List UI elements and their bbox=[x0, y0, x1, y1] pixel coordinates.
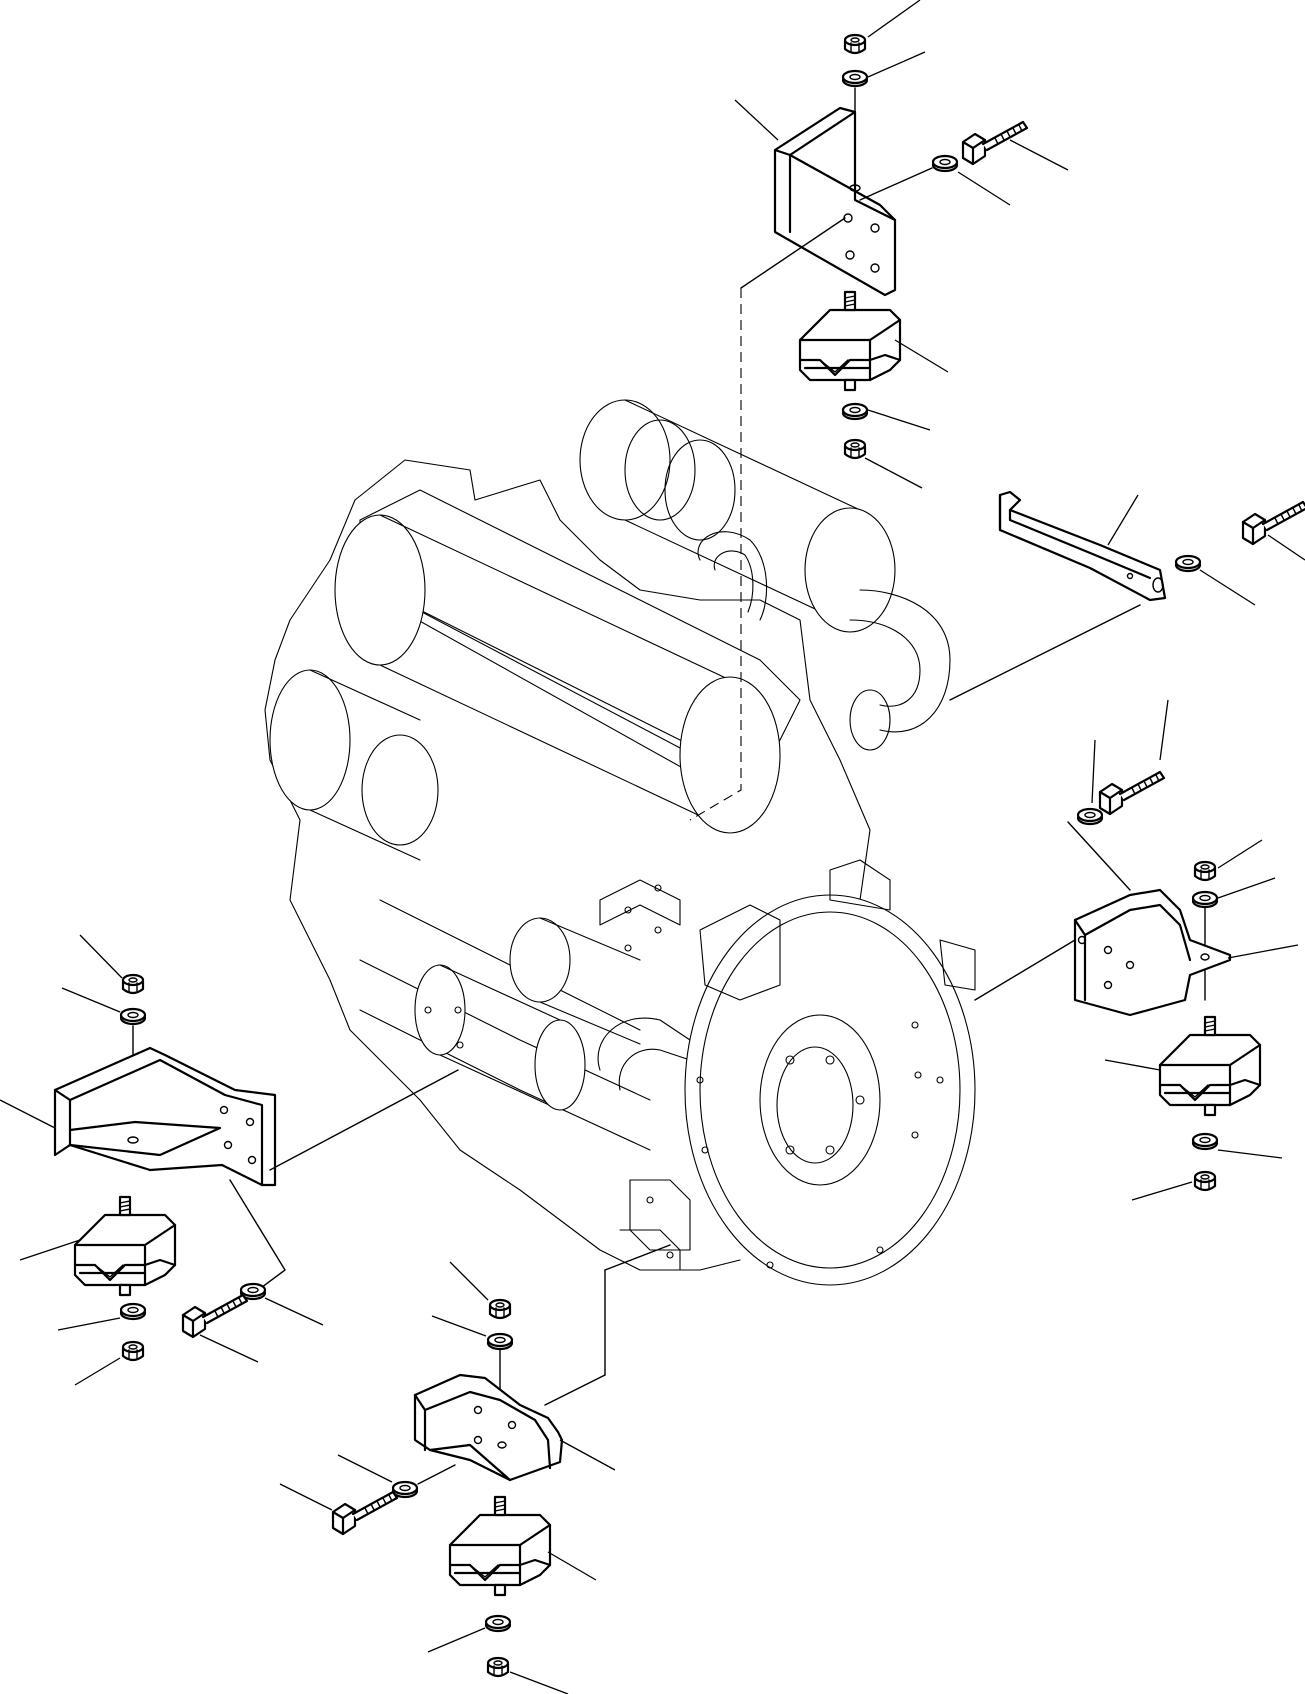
rubber-mount-top bbox=[798, 290, 902, 392]
bolt-right bbox=[1098, 770, 1166, 816]
washer-left-2 bbox=[119, 1302, 147, 1321]
bolt-strap bbox=[1241, 500, 1305, 546]
engine-assembly bbox=[264, 399, 976, 1286]
rubber-mount-right bbox=[1158, 1015, 1262, 1117]
nut-right-2 bbox=[1193, 1170, 1217, 1192]
nut-bottom-1 bbox=[488, 1298, 512, 1320]
rubber-mount-left bbox=[73, 1195, 177, 1297]
washer-bottom-2 bbox=[391, 1480, 419, 1499]
rubber-mount-bottom bbox=[448, 1495, 552, 1597]
bolt-left bbox=[181, 1293, 249, 1339]
bolt-top bbox=[961, 120, 1029, 166]
top-mount-group bbox=[689, 0, 1069, 821]
washer-strap bbox=[1174, 554, 1202, 573]
washer-bottom-3 bbox=[484, 1614, 512, 1633]
washer-bottom-1 bbox=[486, 1332, 514, 1351]
nut-top-1 bbox=[843, 33, 867, 55]
washer-top-3 bbox=[841, 402, 869, 421]
bolt-bottom bbox=[331, 1490, 399, 1536]
nut-top-2 bbox=[843, 438, 867, 460]
nut-left-1 bbox=[121, 973, 145, 995]
strap-bracket bbox=[998, 490, 1167, 602]
washer-right-1 bbox=[1076, 807, 1104, 826]
bottom-mount-group bbox=[279, 1244, 671, 1694]
top-l-bracket bbox=[773, 106, 897, 297]
washer-top-2 bbox=[931, 154, 959, 173]
washer-right-2 bbox=[1191, 890, 1219, 909]
washer-top-1 bbox=[841, 69, 869, 88]
right-bracket bbox=[1073, 888, 1232, 1017]
strap-bracket-group bbox=[949, 490, 1305, 701]
washer-left-1 bbox=[119, 1007, 147, 1026]
nut-bottom-2 bbox=[486, 1656, 510, 1678]
left-l-bracket bbox=[53, 1046, 277, 1187]
washer-right-3 bbox=[1191, 1132, 1219, 1151]
right-mount-group bbox=[974, 699, 1299, 1201]
left-mount-group bbox=[0, 934, 459, 1386]
nut-left-2 bbox=[121, 1340, 145, 1362]
nut-right-1 bbox=[1193, 860, 1217, 882]
